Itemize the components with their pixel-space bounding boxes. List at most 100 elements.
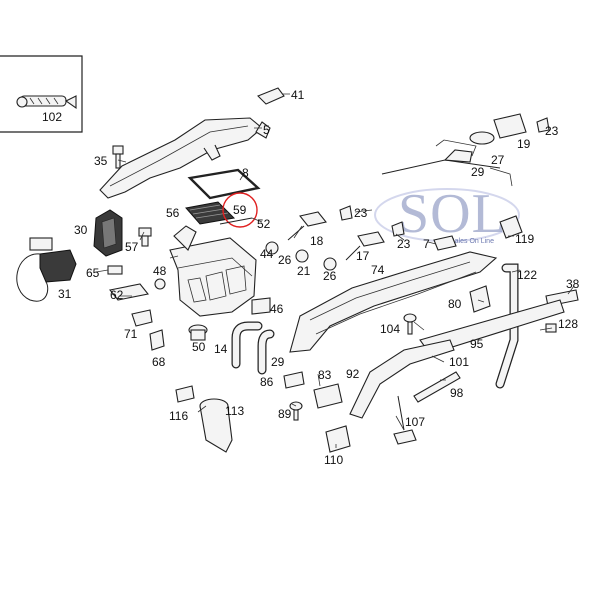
callout-23b: 23	[397, 237, 411, 251]
duct-113	[199, 398, 233, 453]
connector-17	[345, 231, 385, 261]
filter-element-56	[185, 201, 236, 225]
callout-74: 74	[371, 263, 385, 277]
bracket-83	[313, 383, 343, 409]
filter-frame-8	[187, 168, 261, 200]
bracket-30	[93, 209, 123, 257]
highlight-circle-59	[222, 192, 258, 228]
callout-38: 38	[566, 277, 580, 291]
callout-107: 107	[405, 415, 425, 429]
bracket-62	[109, 283, 149, 301]
watermark: SOL Sales On Line	[374, 183, 520, 245]
callout-102: 102	[42, 110, 62, 124]
callout-18: 18	[310, 234, 324, 248]
clip-116	[175, 385, 195, 403]
callout-26b: 26	[323, 269, 337, 283]
callout-5: 5	[263, 123, 270, 137]
callout-128: 128	[558, 317, 578, 331]
part-19	[493, 113, 527, 139]
callout-71: 71	[124, 327, 138, 341]
clip-68	[149, 329, 165, 351]
callout-labels: 102 41 5 35 8 59 56 52 30 57 48 44 31 65…	[42, 88, 580, 467]
callout-29: 29	[271, 355, 285, 369]
bracket-110	[325, 425, 351, 453]
grommet-26b	[323, 257, 337, 271]
hose-29-inner	[258, 330, 274, 374]
callout-98: 98	[450, 386, 464, 400]
callout-30: 30	[74, 223, 88, 237]
bolt-57	[138, 227, 152, 247]
callout-14: 14	[214, 342, 228, 356]
bolt-35	[112, 145, 124, 169]
clip-41	[257, 87, 285, 105]
callout-101: 101	[449, 355, 469, 369]
callout-110: 110	[324, 453, 343, 467]
callout-26a: 26	[278, 253, 292, 267]
sensor-107	[393, 395, 417, 445]
callout-19: 19	[517, 137, 531, 151]
bolt-89	[289, 401, 303, 421]
gasket-52	[219, 217, 253, 225]
callout-57: 57	[125, 240, 139, 254]
plug-23c	[536, 117, 550, 133]
callout-29-top: 29	[471, 165, 485, 179]
leader-lines	[95, 93, 575, 448]
callout-83: 83	[318, 368, 332, 382]
clip-fastener-102	[16, 95, 77, 110]
callout-44: 44	[260, 247, 274, 261]
bracket-7	[433, 235, 457, 251]
callout-7: 7	[423, 237, 430, 251]
panel-92	[349, 339, 455, 419]
sensor-31	[16, 237, 77, 302]
callout-31: 31	[58, 287, 72, 301]
grommet-48	[154, 278, 166, 290]
callout-116: 116	[169, 409, 188, 423]
grommet-26a	[265, 241, 279, 255]
callout-46: 46	[270, 302, 284, 316]
clip-65	[107, 265, 123, 275]
callout-50: 50	[192, 340, 206, 354]
callout-56: 56	[166, 206, 180, 220]
plug-23b	[391, 221, 405, 237]
callout-35: 35	[94, 154, 108, 168]
callout-95: 95	[470, 337, 484, 351]
bracket-80	[469, 285, 491, 313]
callout-92: 92	[346, 367, 360, 381]
callout-59: 59	[233, 203, 247, 217]
callout-80: 80	[448, 297, 462, 311]
part-119	[499, 215, 523, 239]
callout-68: 68	[152, 355, 166, 369]
callout-86: 86	[260, 375, 274, 389]
clip-86	[283, 371, 305, 389]
hose-14-inner	[232, 322, 262, 368]
cowl-panel-5	[99, 117, 271, 199]
clip-46	[251, 297, 271, 315]
screw-104	[403, 313, 417, 335]
watermark-tagline: Sales On Line	[450, 238, 494, 245]
inset-box-102	[0, 55, 83, 133]
callout-119: 119	[515, 232, 534, 246]
grommet-21	[295, 249, 309, 263]
plug-50	[188, 324, 208, 341]
bracket-71	[131, 309, 153, 327]
callout-52: 52	[257, 217, 271, 231]
watermark-brand: SOL	[398, 183, 507, 245]
callout-113: 113	[225, 404, 244, 418]
duct-74	[289, 251, 498, 353]
plug-23a	[339, 205, 353, 221]
callout-48: 48	[153, 264, 167, 278]
callout-21: 21	[297, 264, 311, 278]
callout-122: 122	[517, 268, 537, 282]
callout-8: 8	[242, 166, 249, 180]
wiper-linkage	[381, 139, 513, 187]
callout-89: 89	[278, 407, 292, 421]
callout-23a: 23	[354, 206, 368, 220]
callout-104: 104	[380, 322, 400, 336]
callout-62: 62	[110, 288, 124, 302]
callout-41: 41	[291, 88, 305, 102]
connector-18	[287, 211, 327, 241]
part-27	[469, 131, 495, 145]
callout-27: 27	[491, 153, 505, 167]
callout-23c: 23	[545, 124, 559, 138]
